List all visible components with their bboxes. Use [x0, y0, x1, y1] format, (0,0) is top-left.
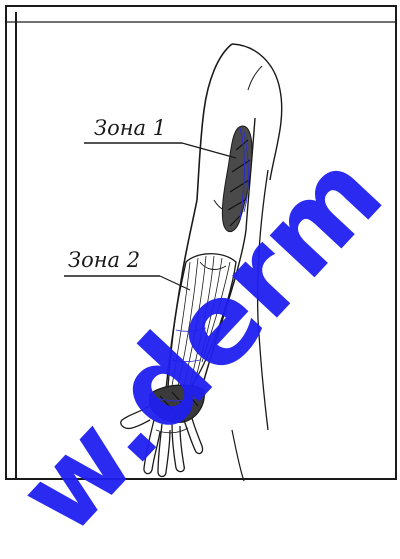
armpit-crease [248, 66, 262, 90]
zone2-label: Зона 2 [68, 248, 140, 272]
zone1-pointer [182, 143, 236, 158]
torso-lower-outline [232, 430, 244, 481]
diagram-canvas: Зона 1 Зона 2 w.derm [0, 0, 400, 481]
zone1-label: Зона 1 [94, 116, 166, 140]
